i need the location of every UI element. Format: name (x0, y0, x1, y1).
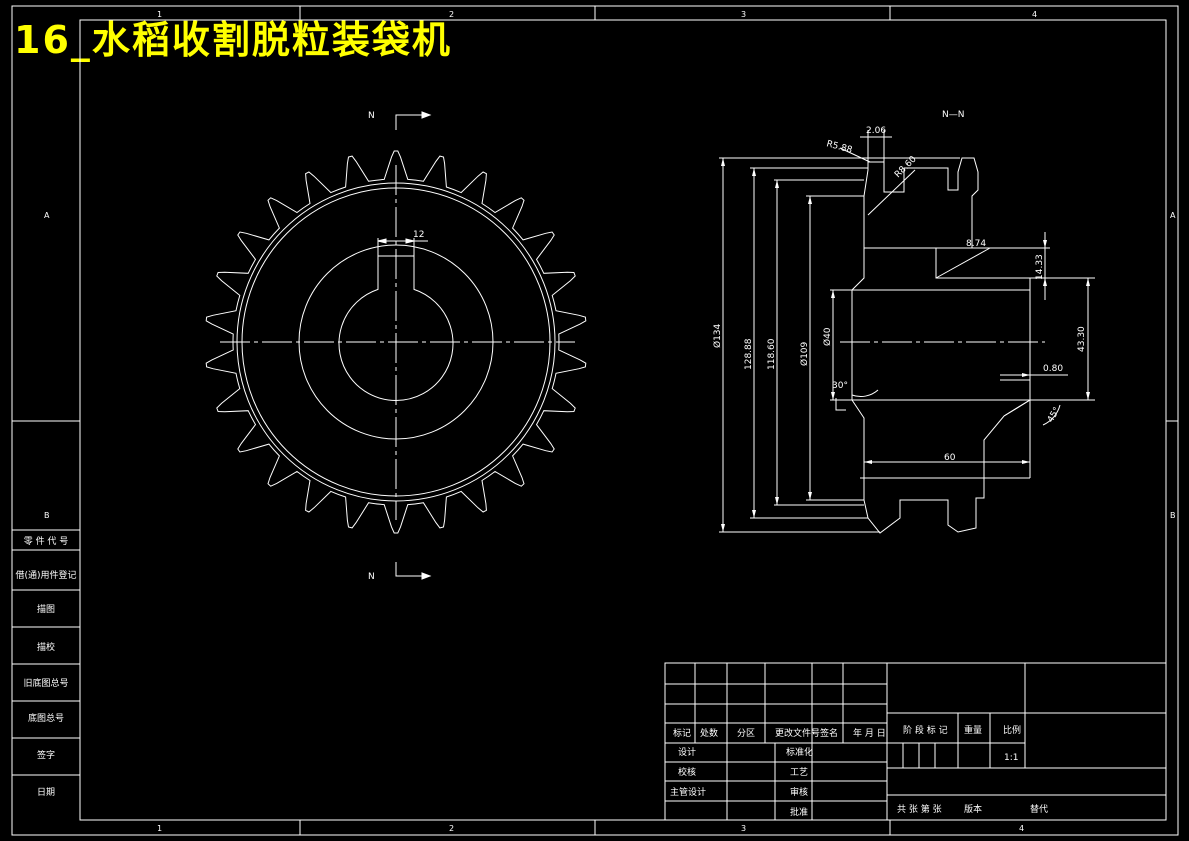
dim-60: 60 (944, 453, 956, 463)
dim-w2: 2.06 (866, 126, 886, 136)
sidebar-trace-check: 描校 (37, 641, 55, 653)
dim-d40: Ø40 (822, 327, 833, 346)
sprocket-side-view (719, 130, 1095, 534)
zone-row-b-right: B (1170, 511, 1176, 520)
sprocket-front-view (205, 150, 587, 534)
section-label-front-bottom: N (368, 572, 375, 582)
dim-45deg: 45° (1046, 406, 1063, 425)
dim-4330: 43.30 (1077, 326, 1087, 352)
tb-scale-value: 1:1 (1004, 753, 1018, 763)
zone-row-b-left: B (44, 511, 50, 520)
tb-standardization: 标准化 (786, 746, 813, 758)
dim-30deg: 30° (832, 381, 848, 391)
zone-col-4-top: 4 (1032, 10, 1037, 19)
dim-080: 0.80 (1043, 364, 1063, 374)
sidebar-trace: 描图 (37, 603, 55, 615)
zone-col-3-bottom: 3 (741, 824, 746, 833)
dim-d128: 128.88 (744, 338, 754, 370)
zone-row-a-left: A (44, 211, 50, 220)
zone-col-4-bottom: 4 (1019, 824, 1024, 833)
keyway-width-label: 12 (413, 230, 424, 240)
dim-d134: Ø134 (712, 323, 723, 348)
zone-col-2-top: 2 (449, 10, 454, 19)
sidebar-borrowed-reg: 借(通)用件登记 (15, 569, 76, 581)
tb-stage-mark: 阶 段 标 记 (903, 724, 948, 736)
tb-sheet-count: 共 张 第 张 (897, 803, 942, 815)
tb-header-change-doc: 更改文件号 (775, 727, 820, 739)
sidebar-signature: 签字 (37, 749, 55, 761)
tb-header-sign: 签名 (820, 727, 838, 739)
tb-header-mark: 标记 (673, 727, 691, 739)
tb-header-count: 处数 (700, 727, 718, 739)
tb-version: 版本 (964, 803, 982, 815)
drawing-title: 16_水稻收割脱粒装袋机 (14, 18, 452, 62)
tb-design: 设计 (678, 746, 696, 758)
dim-1433: 14.33 (1035, 254, 1045, 280)
tb-chief-design: 主管设计 (670, 786, 706, 798)
sidebar-base-no: 底图总号 (28, 712, 64, 724)
zone-col-1-bottom: 1 (157, 824, 162, 833)
sidebar-part-code: 零 件 代 号 (24, 535, 69, 547)
tb-header-date: 年 月 日 (853, 727, 886, 739)
keyway-bore (338, 255, 454, 401)
section-marker-front (395, 111, 432, 580)
tb-approve: 批准 (790, 806, 808, 818)
zone-col-2-bottom: 2 (449, 824, 454, 833)
sidebar-date: 日期 (37, 787, 55, 798)
sidebar-old-base-no: 旧底图总号 (23, 677, 68, 689)
dim-874: 8.74 (966, 239, 986, 249)
dim-d118: 118.60 (767, 338, 777, 370)
tb-review: 审核 (790, 786, 808, 798)
tb-scale-label: 比例 (1003, 724, 1021, 736)
zone-col-3-top: 3 (741, 10, 746, 19)
tb-header-zone: 分区 (737, 728, 755, 739)
dim-r5: R5.88 (825, 139, 853, 156)
left-sidebar (12, 529, 80, 776)
section-label-front-top: N (368, 111, 375, 121)
tb-replace: 替代 (1030, 803, 1048, 815)
section-label-side: N—N (942, 110, 964, 120)
arrowheads-side (721, 158, 1090, 532)
drawing-frame (11, 5, 1179, 836)
dim-d109: Ø109 (799, 341, 810, 366)
tb-check: 校核 (678, 766, 696, 778)
tb-weight: 重量 (964, 724, 982, 736)
tb-process: 工艺 (790, 767, 808, 778)
title-block (664, 662, 1167, 821)
zone-row-a-right: A (1170, 211, 1176, 220)
zone-col-1-top: 1 (157, 10, 162, 19)
sprocket-teeth (205, 150, 587, 534)
